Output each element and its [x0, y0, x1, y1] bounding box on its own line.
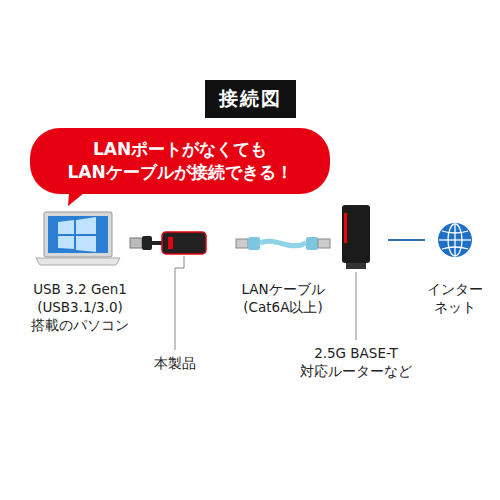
leader-line	[175, 256, 184, 350]
router-icon	[342, 205, 370, 269]
leader-line	[356, 272, 357, 340]
speech-bubble: LANポートがなくても LANケーブルが接続できる！	[30, 128, 330, 194]
bubble-text: LANポートがなくても LANケーブルが接続できる！	[48, 138, 312, 184]
pc-label: USB 3.2 Gen1 (USB3.1/3.0) 搭載のパソコン	[22, 280, 138, 335]
router-label: 2.5G BASE-T 対応ルーターなど	[289, 344, 423, 380]
diagram-title: 接続図	[205, 80, 296, 118]
connection-line	[388, 239, 425, 241]
laptop-icon	[36, 212, 120, 265]
globe-icon	[438, 223, 472, 257]
cable-label: LANケーブル (Cat6A以上)	[226, 280, 340, 316]
internet-label: インター ネット	[423, 280, 487, 316]
lan-cable-icon	[236, 237, 330, 250]
lan-adapter-icon	[130, 232, 206, 254]
product-label: 本製品	[138, 354, 212, 372]
